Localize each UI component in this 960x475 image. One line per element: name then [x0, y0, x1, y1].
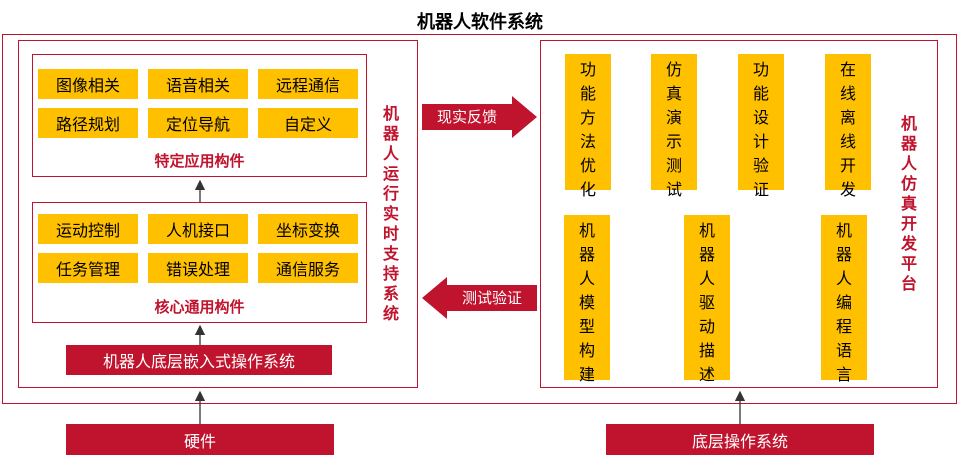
feedback-arrow-label: 现实反馈	[436, 108, 497, 126]
specific-item: 远程通信	[258, 69, 358, 99]
sim-bottom-item: 机器人驱动描述	[684, 215, 730, 384]
specific-item: 自定义	[258, 108, 358, 138]
core-components-label: 核心通用构件	[154, 298, 245, 316]
core-item: 通信服务	[258, 253, 358, 283]
embedded-os-bar: 机器人底层嵌入式操作系统	[66, 345, 332, 375]
core-item: 坐标变换	[258, 214, 358, 244]
core-item: 人机接口	[148, 214, 248, 244]
core-item: 错误处理	[148, 253, 248, 283]
sim-bottom-item: 机器人模型构建	[564, 215, 610, 384]
core-item: 任务管理	[38, 253, 138, 283]
sim-top-item: 功能设计验证	[738, 54, 784, 199]
sim-top-item: 功能方法优化	[565, 54, 611, 199]
specific-item: 路径规划	[38, 108, 138, 138]
hardware-bar: 硬件	[66, 424, 334, 455]
runtime-system-frame	[18, 40, 418, 388]
simulation-platform-label: 机器人仿真开发平台	[900, 114, 917, 293]
verify-arrow-label: 测试验证	[461, 289, 522, 307]
specific-item: 语音相关	[148, 69, 248, 99]
feedback-right-arrow	[422, 96, 537, 138]
verify-left-arrow	[422, 277, 537, 319]
specific-item: 定位导航	[148, 108, 248, 138]
core-components-frame	[32, 202, 367, 323]
core-item: 运动控制	[38, 214, 138, 244]
specific-components-label: 特定应用构件	[154, 152, 245, 170]
sim-top-item: 仿真演示测试	[651, 54, 697, 199]
software-system-frame	[2, 34, 957, 404]
specific-components-frame	[32, 54, 367, 177]
diagram-title: 机器人软件系统	[417, 12, 543, 33]
sim-bottom-item: 机器人编程语言	[821, 215, 867, 384]
specific-item: 图像相关	[38, 69, 138, 99]
base-os-bar: 底层操作系统	[606, 424, 874, 455]
sim-top-item: 在线离线开发	[825, 54, 871, 199]
runtime-system-label: 机器人运行实时支持系统	[382, 104, 399, 323]
simulation-platform-frame	[540, 40, 938, 388]
